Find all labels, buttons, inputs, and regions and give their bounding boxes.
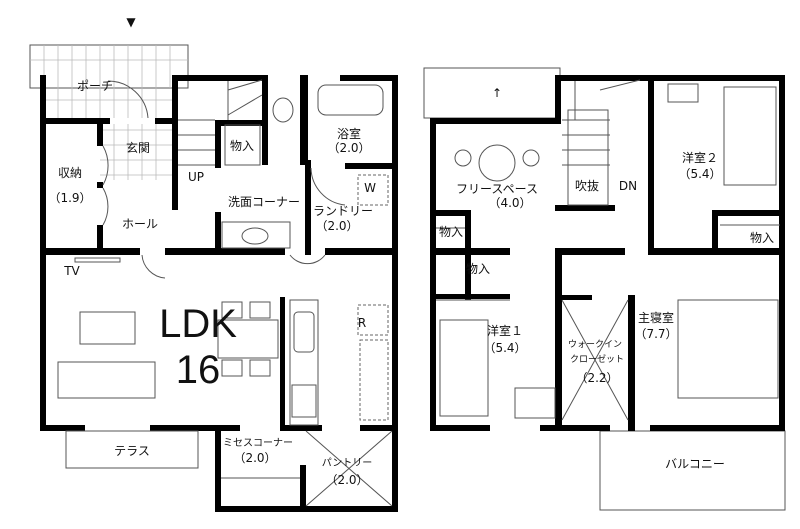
room-terrace: テラス: [114, 444, 150, 458]
bed-icon: [723, 86, 777, 186]
room-master-size: （7.7）: [634, 327, 677, 341]
room-master: 主寝室: [638, 310, 674, 325]
room-closet-c: 物入: [750, 231, 774, 245]
stairs-down-label: DN: [619, 179, 637, 193]
kitchen-counter: [289, 299, 319, 426]
porch-tiles: [29, 44, 189, 180]
room-bath: 浴室: [337, 126, 361, 141]
walls-floor1: [40, 75, 398, 512]
entrance-arrow: ▼: [126, 15, 136, 29]
room-walkin-2: クローゼット: [570, 353, 624, 365]
sink-icon: [241, 227, 269, 245]
desk-icon: [667, 83, 699, 103]
washer-space: [357, 174, 389, 206]
tv-stand: [74, 257, 121, 263]
stairs-up-label: UP: [188, 170, 204, 184]
fixtures-floor2: [436, 79, 780, 421]
coffee-table: [79, 311, 136, 345]
sofa-icon: [57, 361, 156, 399]
room-ldk: LDK: [159, 302, 237, 346]
room-hall: ホール: [122, 217, 158, 231]
desk-icon: [514, 387, 556, 419]
washer-label: W: [364, 181, 376, 195]
room-storage-size: （1.9）: [48, 191, 91, 205]
room-western1: 洋室１: [487, 323, 523, 338]
fridge-label: R: [358, 316, 366, 330]
room-western1-size: （5.4）: [483, 341, 526, 355]
room-laundry-size: （2.0）: [315, 219, 358, 233]
room-bath-size: （2.0）: [327, 141, 370, 155]
room-balcony: バルコニー: [665, 457, 725, 471]
room-pantry-size: （2.0）: [325, 473, 368, 487]
walls-floor2: [430, 75, 785, 431]
room-storage: 収納: [58, 166, 82, 180]
room-washroom: 洗面コーナー: [228, 195, 300, 209]
stove-icon: [291, 384, 317, 418]
void-label: 吹抜: [575, 179, 599, 193]
kitchen-sink: [293, 311, 315, 353]
room-genkan: 玄関: [126, 140, 150, 155]
fridge-space: [357, 304, 389, 336]
void-area: [567, 109, 609, 206]
room-western2: 洋室２: [682, 150, 718, 165]
floor1: ▼ ポーチ 玄関 収納 （1.9） ホール 物入 UP 浴室 （2.0） 洗面コ…: [29, 15, 398, 512]
fixtures-floor1: [57, 79, 393, 507]
room-closet-a: 物入: [439, 225, 463, 239]
room-closet: 物入: [230, 139, 254, 153]
up-arrow: ↑: [492, 86, 502, 100]
room-mrs-size: （2.0）: [233, 451, 276, 465]
floor2: ↑ フリースペース （4.0） 吹抜 DN 洋室２ （5.4） 物入 物入 物入…: [423, 67, 786, 511]
room-ldk-size: 16: [176, 348, 221, 392]
terrace: [65, 430, 199, 469]
room-porch: ポーチ: [77, 79, 113, 93]
room-free-space-size: （4.0）: [488, 196, 531, 210]
room-closet-b: 物入: [466, 262, 490, 276]
bed-icon: [677, 299, 779, 399]
room-laundry: ランドリー: [313, 204, 373, 218]
room-western2-size: （5.4）: [678, 167, 721, 181]
room-free-space: フリースペース: [456, 182, 538, 196]
room-pantry: パントリー: [322, 457, 373, 469]
tv-label: TV: [63, 264, 80, 278]
room-walkin-size: （2.2）: [575, 371, 618, 385]
room-mrs-corner: ミセスコーナー: [223, 437, 293, 449]
dining-table: [217, 319, 279, 359]
closet-hatch: [224, 124, 261, 166]
table-icon: [478, 144, 516, 182]
bathtub-icon: [317, 84, 384, 116]
room-walkin-1: ウォークイン: [568, 339, 622, 350]
toilet-icon: [272, 97, 294, 123]
bed-icon: [439, 319, 489, 417]
